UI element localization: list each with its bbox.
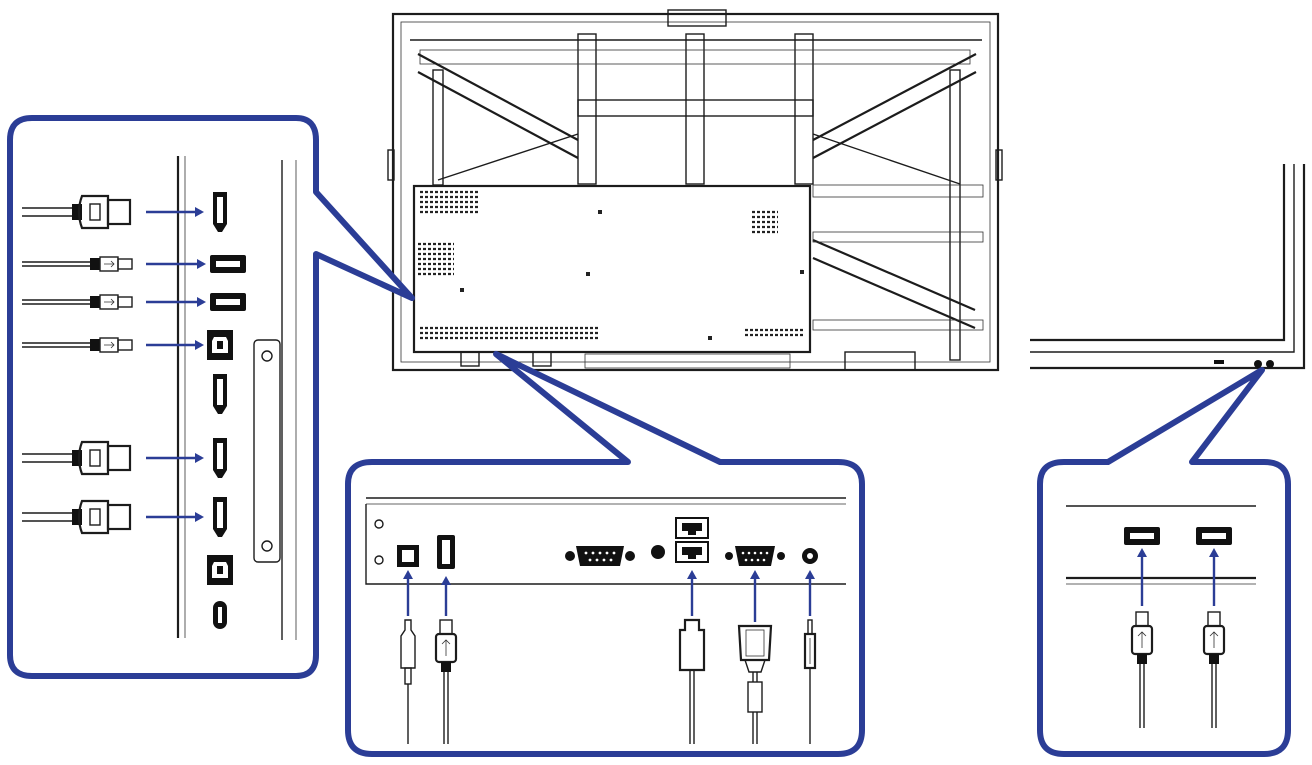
usb-a-port-icon: [210, 293, 246, 311]
connector-arrow: [1209, 548, 1219, 606]
rj45-cable-icon: [678, 618, 706, 744]
display-rear-icon: [387, 9, 1003, 372]
audio-jack-port-icon: [802, 548, 818, 564]
hdmi-port-icon: [213, 438, 227, 478]
screw-hole: [460, 288, 464, 292]
connector-arrow: [403, 570, 413, 616]
hdmi-port-icon: [213, 192, 227, 232]
rear-vent-grille: [745, 328, 805, 337]
usb-a-port-icon: [210, 255, 246, 273]
usb-a-cable-icon: [434, 619, 458, 744]
hdmi-cable-icon: [22, 440, 132, 476]
connector-arrow: [1137, 548, 1147, 606]
rear-vent-grille: [752, 210, 778, 234]
connector-arrow: [146, 512, 204, 522]
optical-audio-port-icon: [397, 545, 419, 567]
connector-arrow: [441, 576, 451, 616]
screw-hole: [708, 336, 712, 340]
usb-a-port-icon: [437, 535, 455, 569]
connector-arrow: [146, 259, 206, 269]
rs232-port-icon: [725, 546, 785, 566]
screw-hole: [586, 272, 590, 276]
optical-audio-cable-icon: [400, 619, 416, 744]
hdmi-port-icon: [213, 374, 227, 414]
vga-screw-icon: [651, 545, 665, 559]
usb-a-port-icon: [1196, 527, 1232, 545]
rear-vent-grille: [420, 190, 480, 214]
usb-a-cable-icon: [22, 294, 133, 310]
connector-arrow: [805, 570, 815, 616]
callout-left-side-ports: [7, 115, 415, 679]
connector-arrow: [146, 297, 206, 307]
hdmi-cable-icon: [22, 499, 132, 535]
hdmi-port-icon: [213, 497, 227, 537]
rear-vent-grille: [420, 326, 600, 340]
connector-arrow: [146, 340, 204, 350]
usb-c-port-icon: [213, 601, 227, 629]
audio-jack-cable-icon: [803, 619, 817, 744]
usb-b-port-icon: [207, 555, 233, 585]
rear-vent-grille: [418, 242, 454, 276]
usb-b-cable-icon: [22, 337, 133, 353]
display-side-edge-icon: [1030, 164, 1306, 370]
usb-a-cable-icon: [22, 256, 133, 272]
connector-arrow: [687, 570, 697, 616]
screw-hole: [598, 210, 602, 214]
connector-arrow: [750, 570, 760, 622]
vga-port-icon: [565, 546, 635, 566]
hdmi-cable-icon: [22, 194, 132, 230]
usb-a-port-icon: [1124, 527, 1160, 545]
connector-arrow: [146, 207, 204, 217]
rj45-port-icon: [675, 517, 709, 563]
callout-bottom-ports: [345, 351, 865, 757]
callout-side-usb-ports: [1037, 367, 1291, 757]
rs232-cable-icon: [737, 624, 773, 744]
usb-a-cable-icon: [1202, 611, 1226, 728]
screw-hole: [800, 270, 804, 274]
usb-b-port-icon: [207, 330, 233, 360]
connector-arrow: [146, 453, 204, 463]
usb-a-cable-icon: [1130, 611, 1154, 728]
